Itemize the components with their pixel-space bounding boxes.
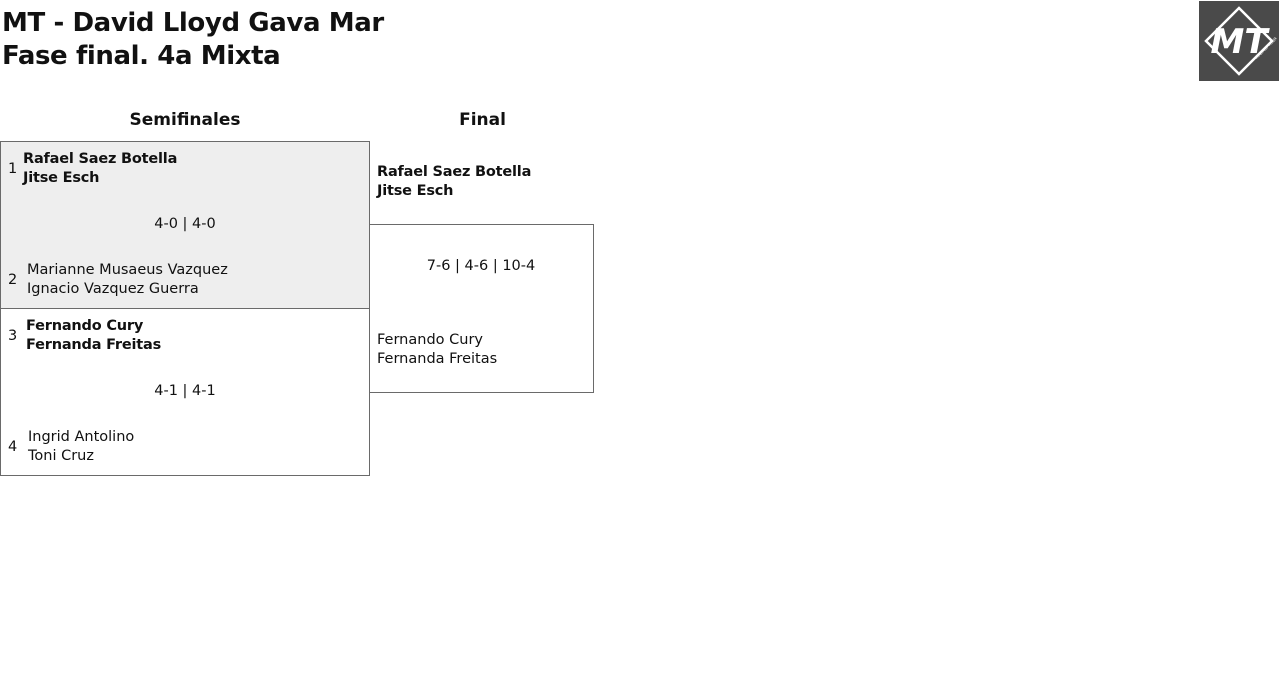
final-match: 7-6 | 4-6 | 10-4 [369, 224, 594, 393]
player-name: Rafael Saez Botella [23, 151, 178, 167]
logo-text: MT [1210, 22, 1270, 62]
player-name: Jitse Esch [23, 170, 100, 186]
page-title-line2: Fase final. 4a Mixta [2, 41, 281, 71]
round-header-final: Final [459, 110, 506, 130]
player-name: Ingrid Antolino [28, 429, 135, 445]
semifinal-1-bottom-entry: 2 Marianne Musaeus Vazquez Ignacio Vazqu… [1, 261, 369, 301]
mt-logo-icon: MT MADRID TOUR [1199, 1, 1279, 81]
player-name: Toni Cruz [28, 448, 94, 464]
player-name: Fernanda Freitas [377, 351, 498, 367]
player-name: Marianne Musaeus Vazquez [27, 262, 228, 278]
page-title-line1: MT - David Lloyd Gava Mar [2, 8, 384, 38]
player-name: Fernando Cury [377, 332, 483, 348]
seed-number: 1 [8, 161, 18, 177]
semifinal-match-2: 3 Fernando Cury Fernanda Freitas 4-1 | 4… [0, 308, 370, 476]
final-top-entry: Rafael Saez Botella Jitse Esch [377, 163, 531, 201]
player-name: Jitse Esch [377, 183, 454, 199]
page-title: MT - David Lloyd Gava Mar Fase final. 4a… [2, 7, 384, 73]
semifinal-1-top-entry: 1 Rafael Saez Botella Jitse Esch [1, 150, 369, 190]
match-score: 4-0 | 4-0 [154, 216, 216, 232]
final-score: 7-6 | 4-6 | 10-4 [426, 258, 536, 274]
player-name: Fernando Cury [26, 318, 144, 334]
semifinal-match-1: 1 Rafael Saez Botella Jitse Esch 4-0 | 4… [0, 141, 370, 309]
team-names: Marianne Musaeus Vazquez Ignacio Vazquez… [27, 261, 228, 299]
seed-number: 3 [8, 328, 18, 344]
team-names: Ingrid Antolino Toni Cruz [28, 428, 134, 466]
final-bottom-entry: Fernando Cury Fernanda Freitas [377, 331, 497, 369]
team-names: Fernando Cury Fernanda Freitas [26, 317, 161, 355]
match-score: 4-1 | 4-1 [154, 383, 216, 399]
player-name: Fernanda Freitas [26, 337, 162, 353]
semifinal-2-top-entry: 3 Fernando Cury Fernanda Freitas [1, 317, 369, 357]
seed-number: 2 [8, 272, 18, 288]
team-names: Rafael Saez Botella Jitse Esch [23, 150, 177, 188]
round-header-semifinals: Semifinales [129, 110, 241, 130]
player-name: Rafael Saez Botella [377, 164, 532, 180]
mt-logo: MT MADRID TOUR [1199, 1, 1279, 81]
semifinal-2-bottom-entry: 4 Ingrid Antolino Toni Cruz [1, 428, 369, 468]
player-name: Ignacio Vazquez Guerra [27, 281, 199, 297]
seed-number: 4 [8, 439, 18, 455]
